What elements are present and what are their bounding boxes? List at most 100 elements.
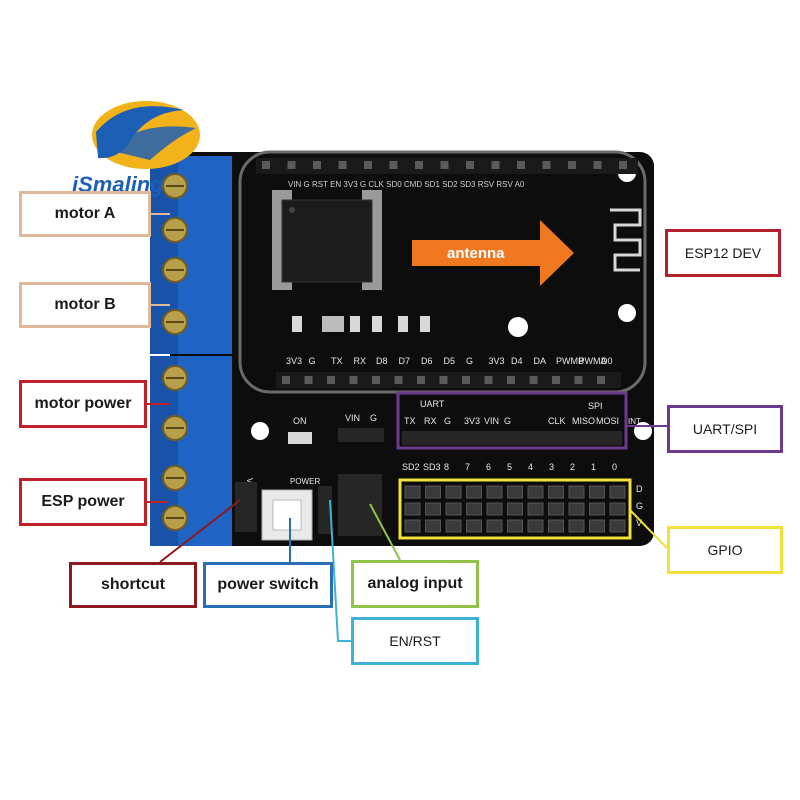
gpio-pin bbox=[527, 502, 544, 516]
callout-motor-a: motor A bbox=[19, 191, 151, 237]
analog-header bbox=[338, 474, 382, 536]
callout-en-rst: EN/RST bbox=[351, 617, 479, 665]
gpio-pin bbox=[425, 485, 441, 499]
gpio-number-label: 0 bbox=[612, 462, 617, 472]
gpio-pin bbox=[527, 519, 544, 533]
header-pin bbox=[415, 161, 423, 169]
header-pin bbox=[552, 376, 560, 384]
gpio-pin bbox=[589, 485, 605, 499]
gpio-number-label: 7 bbox=[465, 462, 470, 472]
gpio-number-label: SD2 bbox=[402, 462, 420, 472]
callout-motor-power-label: motor power bbox=[34, 395, 132, 412]
en-rst-header bbox=[318, 486, 332, 534]
gpio-pin bbox=[589, 502, 605, 516]
gpio-pin bbox=[507, 519, 523, 533]
gpio-pin bbox=[466, 485, 482, 499]
header-pin bbox=[507, 376, 515, 384]
header-pin bbox=[466, 161, 474, 169]
header-pin bbox=[304, 376, 313, 384]
gpio-pin bbox=[568, 519, 585, 533]
mid-header-label: PWMB bbox=[556, 356, 584, 366]
callout-analog-input: analog input bbox=[351, 560, 479, 608]
power-switch-knob bbox=[272, 499, 302, 531]
header-pin bbox=[574, 376, 583, 384]
mid-header-label: TX bbox=[331, 356, 343, 366]
gpio-pin bbox=[445, 485, 462, 499]
mid-header-label: 3V3 bbox=[286, 356, 302, 366]
header-pin bbox=[282, 376, 290, 384]
uart-spi-highlight bbox=[396, 391, 628, 450]
antenna-label: antenna bbox=[447, 245, 505, 262]
uart-pin-label: VIN bbox=[484, 416, 499, 426]
gpio-number-label: 4 bbox=[528, 462, 533, 472]
gpio-pin bbox=[404, 519, 421, 533]
top-header-labels: VIN G RST EN 3V3 G CLK SD0 CMD SD1 SD2 S… bbox=[288, 180, 525, 189]
gpio-number-label: 8 bbox=[444, 462, 449, 472]
gpio-pin bbox=[507, 485, 523, 499]
mid-header-label: G bbox=[309, 356, 316, 366]
gpio-row-label: D bbox=[636, 484, 643, 494]
gpio-pin bbox=[486, 502, 503, 516]
header-pin bbox=[417, 376, 425, 384]
header-pin bbox=[568, 161, 576, 169]
mid-header-label: PWMA bbox=[579, 356, 607, 366]
callout-motor-b-label: motor B bbox=[54, 296, 116, 313]
gpio-pin bbox=[548, 485, 564, 499]
callout-gpio-label: GPIO bbox=[707, 542, 743, 558]
callout-shortcut: shortcut bbox=[69, 562, 197, 608]
gpio-pin bbox=[527, 485, 544, 499]
callout-uart-spi-label: UART/SPI bbox=[692, 421, 758, 437]
gpio-pin bbox=[609, 502, 626, 516]
mid-header-label: 3V3 bbox=[489, 356, 505, 366]
gpio-pin bbox=[609, 485, 626, 499]
vin-label: VIN bbox=[345, 413, 360, 423]
mid-header-label: D0 bbox=[601, 356, 613, 366]
gpio-number-label: 2 bbox=[570, 462, 575, 472]
callout-analog-input-label: analog input bbox=[367, 575, 463, 592]
header-pin bbox=[313, 161, 321, 169]
gpio-pin bbox=[609, 519, 626, 533]
callout-shortcut-label: shortcut bbox=[101, 576, 165, 593]
gpio-row-label: V bbox=[636, 518, 642, 528]
header-pin bbox=[440, 161, 449, 169]
header-pin bbox=[287, 161, 296, 169]
gpio-pin bbox=[445, 519, 462, 533]
spi-pin-label: MOSI bbox=[596, 416, 619, 426]
mid-header-label: D5 bbox=[444, 356, 456, 366]
callout-power-switch-label: power switch bbox=[217, 576, 319, 593]
callout-esp-power-label: ESP power bbox=[41, 493, 125, 510]
gpio-pin bbox=[568, 502, 585, 516]
uart-pin-label: RX bbox=[424, 416, 437, 426]
shortcut-jumper bbox=[235, 482, 257, 532]
gpio-pin bbox=[404, 485, 421, 499]
gpio-pin bbox=[568, 485, 585, 499]
driver-ic bbox=[272, 190, 382, 290]
callout-uart-spi: UART/SPI bbox=[667, 405, 783, 453]
mid-header-label: DA bbox=[534, 356, 547, 366]
callout-motor-b: motor B bbox=[19, 282, 151, 328]
header-pin bbox=[517, 161, 525, 169]
gpio-pin bbox=[589, 519, 605, 533]
spi-pin-label: MISO bbox=[572, 416, 595, 426]
vin-g-header bbox=[338, 428, 384, 442]
on-led bbox=[288, 432, 312, 444]
mid-header-label: RX bbox=[354, 356, 367, 366]
gpio-pin bbox=[507, 502, 523, 516]
gpio-number-label: 6 bbox=[486, 462, 491, 472]
header-pin bbox=[491, 161, 500, 169]
int-label: INT bbox=[628, 417, 641, 426]
uart-spi-header bbox=[402, 431, 622, 445]
antenna-trace bbox=[610, 208, 642, 272]
gpio-pin bbox=[548, 502, 564, 516]
mid-header-label: G bbox=[466, 356, 473, 366]
power-label: POWER bbox=[290, 477, 320, 486]
header-pin bbox=[364, 161, 372, 169]
header-pin bbox=[462, 376, 470, 384]
mid-header bbox=[276, 372, 621, 388]
gpio-pin bbox=[548, 519, 564, 533]
smd-components bbox=[292, 316, 430, 332]
uart-pin-label: G bbox=[504, 416, 511, 426]
gpio-pin bbox=[425, 502, 441, 516]
gpio-row-label: G bbox=[636, 501, 643, 511]
